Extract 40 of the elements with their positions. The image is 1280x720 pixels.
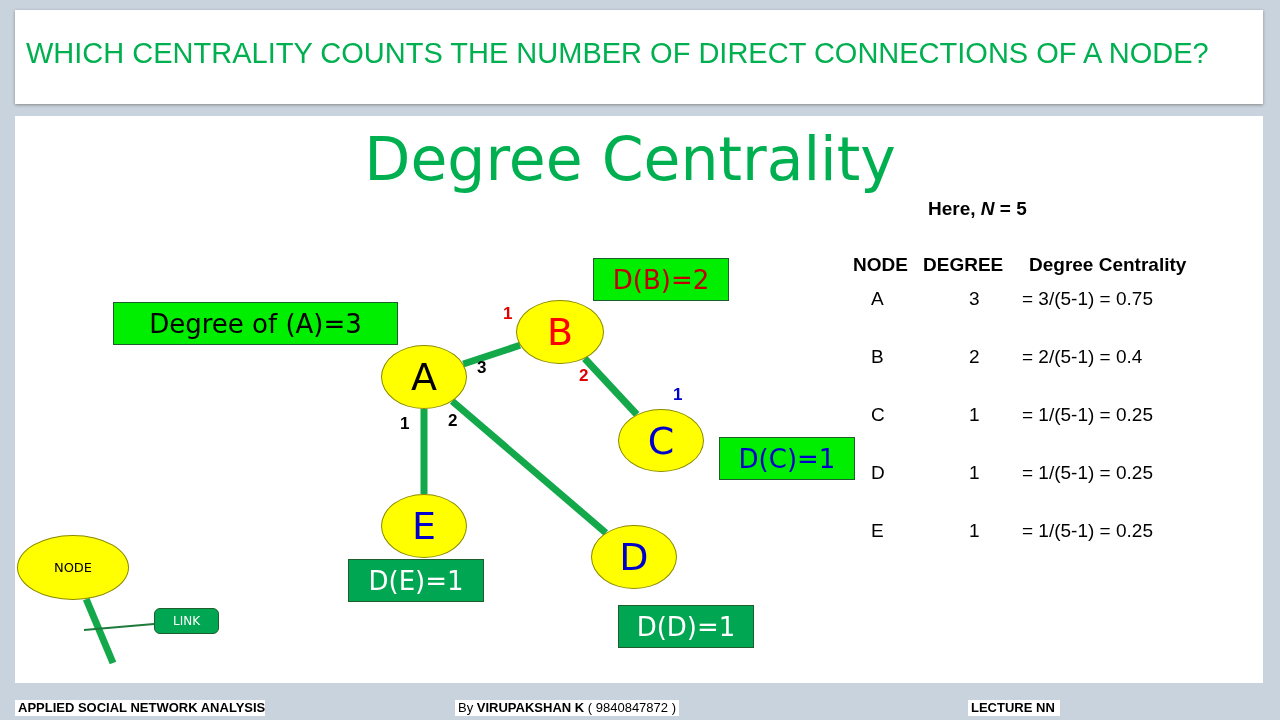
label-box: Degree of (A)=3 (113, 302, 398, 345)
leader-line (83, 622, 155, 631)
table-cell: B (871, 347, 884, 368)
degree-count: 1 (503, 305, 513, 324)
table-cell: 1 (969, 521, 980, 542)
label-box: D(C)=1 (719, 437, 855, 480)
table-cell: E (871, 521, 884, 542)
label-box: D(D)=1 (618, 605, 754, 648)
table-cell: = 1/(5-1) = 0.25 (1022, 463, 1153, 484)
question-heading: WHICH CENTRALITY COUNTS THE NUMBER OF DIRECT CONNECTIONS OF A NODE? (26, 38, 1209, 70)
slide-title: Degree Centrality (363, 126, 897, 192)
note-text: Here, N = 5 (928, 199, 1027, 220)
degree-count: 2 (448, 412, 458, 431)
degree-count: 3 (477, 359, 487, 378)
table-cell: = 2/(5-1) = 0.4 (1022, 347, 1143, 368)
table-cell: 1 (969, 463, 980, 484)
table-cell: D (871, 463, 885, 484)
table-cell: = 1/(5-1) = 0.25 (1022, 405, 1153, 426)
table-cell: A (871, 289, 884, 310)
footer-text: APPLIED SOCIAL NETWORK ANALYSIS (15, 700, 265, 717)
degree-count: 1 (673, 386, 683, 405)
table-cell: C (871, 405, 885, 426)
table-cell: 1 (969, 405, 980, 426)
footer-text: By VIRUPAKSHAN K ( 9840847872 ) (455, 700, 679, 717)
table-cell: 2 (969, 347, 980, 368)
link-line (462, 341, 522, 368)
degree-count: 1 (400, 415, 410, 434)
label-box: D(E)=1 (348, 559, 484, 602)
label-box: D(B)=2 (593, 258, 729, 301)
link-line (449, 398, 609, 536)
degree-count: 2 (579, 367, 589, 386)
table-cell: 3 (969, 289, 980, 310)
table-header: DEGREE (923, 255, 1004, 276)
callout-box: LINK (154, 608, 219, 634)
table-header: Degree Centrality (1029, 255, 1187, 276)
link-line (582, 356, 640, 417)
table-cell: = 3/(5-1) = 0.75 (1022, 289, 1153, 310)
table-cell: = 1/(5-1) = 0.25 (1022, 521, 1153, 542)
footer-text: LECTURE NN (968, 700, 1060, 717)
table-header: NODE (853, 255, 908, 276)
